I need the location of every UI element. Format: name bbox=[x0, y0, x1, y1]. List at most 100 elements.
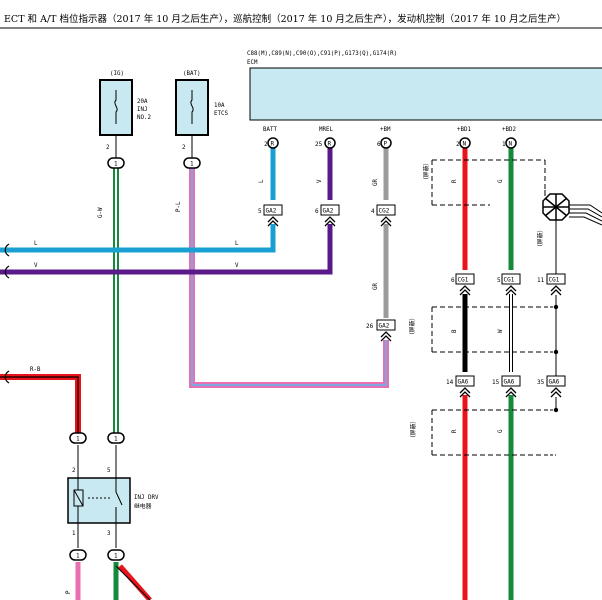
wire-label-g-w: G-W bbox=[98, 207, 104, 218]
svg-text:25: 25 bbox=[315, 141, 323, 148]
svg-text:6: 6 bbox=[451, 277, 455, 284]
wire-label-l-vert: L bbox=[259, 179, 265, 183]
ecm-label: ECM bbox=[247, 60, 258, 66]
svg-text:N: N bbox=[463, 141, 467, 148]
fuse-ig-pin: 2 bbox=[106, 145, 110, 151]
svg-text:2: 2 bbox=[264, 141, 268, 148]
fuse-bat-name: ETCS bbox=[214, 111, 228, 117]
connector-ga6-14: 14 GA6 bbox=[446, 375, 475, 398]
svg-text:P: P bbox=[384, 141, 388, 148]
svg-text:GA6: GA6 bbox=[549, 379, 560, 386]
svg-text:4: 4 bbox=[371, 208, 375, 215]
inj-drv-relay bbox=[67, 477, 131, 524]
ecm-pin-label-bd2: +BD2 bbox=[502, 127, 516, 133]
relay-name: INJ DRV bbox=[134, 495, 159, 501]
svg-text:5: 5 bbox=[497, 277, 501, 284]
wire-p-l bbox=[189, 168, 389, 388]
wire-r-b bbox=[0, 374, 81, 433]
svg-text:1: 1 bbox=[502, 141, 506, 148]
shield-label-top: （屏蔽） bbox=[422, 160, 430, 183]
relay-pin-2: 2 bbox=[72, 468, 76, 474]
shield-box-top bbox=[431, 159, 546, 206]
svg-text:GA6: GA6 bbox=[458, 379, 469, 386]
svg-text:R: R bbox=[328, 141, 332, 148]
svg-text:CG1: CG1 bbox=[504, 277, 515, 284]
relay-pin-1: 1 bbox=[72, 531, 76, 537]
shield-label-right: （屏蔽） bbox=[536, 227, 544, 250]
relay-sub: 继电器 bbox=[134, 502, 152, 510]
wire-label-l-left: L bbox=[34, 241, 38, 247]
connector-cg2-4: 4 CG2 bbox=[371, 204, 396, 227]
svg-text:14: 14 bbox=[446, 379, 454, 386]
svg-text:1: 1 bbox=[76, 436, 80, 443]
svg-text:6: 6 bbox=[315, 208, 319, 215]
connector-cg1-5: 5 CG1 bbox=[497, 273, 521, 296]
left-terminal-r-b bbox=[4, 370, 10, 384]
ecm-pin-bd1: 2 N bbox=[456, 137, 471, 149]
wire-label-g-bot: G bbox=[498, 429, 504, 433]
wire-label-p: P bbox=[66, 590, 72, 594]
wire-label-r-top: R bbox=[452, 179, 458, 183]
fuse-ig-name: INJ bbox=[137, 107, 147, 113]
ecm-pin-mrel: 25 R bbox=[315, 137, 336, 149]
svg-text:26: 26 bbox=[366, 323, 374, 330]
shield-junction-octagon bbox=[542, 193, 570, 221]
junction-g-w: 1 bbox=[107, 432, 125, 444]
connector-ga6-35: 35 GA6 bbox=[537, 375, 566, 398]
junction-ig: 1 bbox=[107, 157, 125, 169]
wire-label-v-left: V bbox=[34, 263, 38, 269]
ecm-box bbox=[249, 67, 602, 121]
ecm-pin-label-bm: +BM bbox=[380, 127, 391, 133]
junction-g-bottom: 1 bbox=[107, 549, 125, 561]
ecm-pin-label-mrel: MREL bbox=[319, 127, 333, 133]
svg-text:CG2: CG2 bbox=[379, 208, 390, 215]
fuse-ig-symbol bbox=[114, 90, 118, 124]
connector-cg1-11: 11 CG1 bbox=[537, 273, 566, 296]
ecm-connector-list: C88(M),C89(N),C90(O),C91(P),G173(Q),G174… bbox=[247, 51, 397, 57]
diagram-title: ECT 和 A/T 档位指示器（2017 年 10 月之后生产），巡航控制（20… bbox=[4, 13, 566, 25]
svg-text:5: 5 bbox=[258, 208, 262, 215]
shield-box-bottom bbox=[431, 409, 545, 456]
svg-text:GA6: GA6 bbox=[504, 379, 515, 386]
svg-text:1: 1 bbox=[76, 553, 80, 560]
ecm-pin-label-batt: BATT bbox=[263, 127, 277, 133]
ecm-pin-batt: 2 R bbox=[264, 137, 279, 149]
fuse-ig-box bbox=[99, 79, 133, 136]
svg-text:1: 1 bbox=[114, 553, 118, 560]
wire-l bbox=[0, 224, 276, 253]
svg-text:GA2: GA2 bbox=[379, 323, 390, 330]
ecm-pin-bm: 6 P bbox=[377, 137, 392, 149]
relay-pin-3: 3 bbox=[107, 531, 111, 537]
junction-r-b: 1 bbox=[69, 432, 87, 444]
fuse-bat-source: (BAT) bbox=[183, 71, 200, 77]
svg-text:R: R bbox=[271, 141, 275, 148]
wire-label-r-b: R-B bbox=[30, 367, 41, 373]
svg-text:CG1: CG1 bbox=[549, 277, 560, 284]
svg-text:11: 11 bbox=[537, 277, 545, 284]
fuse-ig-rating: 20A bbox=[137, 99, 148, 105]
left-terminal-v bbox=[4, 265, 10, 279]
svg-text:CG1: CG1 bbox=[458, 277, 469, 284]
fuse-bat-symbol bbox=[190, 90, 194, 124]
shield-label-mid: （屏蔽） bbox=[408, 315, 416, 338]
connector-ga2-26: 26 GA2 bbox=[366, 319, 396, 342]
relay-pin-5: 5 bbox=[107, 468, 111, 474]
wire-label-w: W bbox=[498, 329, 504, 333]
svg-text:GA2: GA2 bbox=[323, 208, 334, 215]
shield-label-bottom: （屏蔽） bbox=[409, 418, 417, 441]
svg-text:N: N bbox=[509, 141, 513, 148]
left-terminal-l bbox=[4, 243, 10, 257]
wire-label-g-top: G bbox=[498, 179, 504, 183]
connector-ga2-5: 5 GA2 bbox=[258, 204, 283, 227]
wire-label-l-right: L bbox=[235, 241, 239, 247]
svg-text:35: 35 bbox=[537, 379, 545, 386]
fuse-bat-pin: 2 bbox=[182, 145, 186, 151]
connector-ga2-6: 6 GA2 bbox=[315, 204, 340, 227]
ecm-pin-bd2: 1 N bbox=[502, 137, 517, 149]
fuse-ig-source: (IG) bbox=[110, 71, 124, 77]
connector-ga6-15: 15 GA6 bbox=[492, 375, 521, 398]
wire-label-r-bot: R bbox=[452, 429, 458, 433]
svg-text:15: 15 bbox=[492, 379, 500, 386]
wire-label-p-l: P-L bbox=[176, 201, 182, 212]
